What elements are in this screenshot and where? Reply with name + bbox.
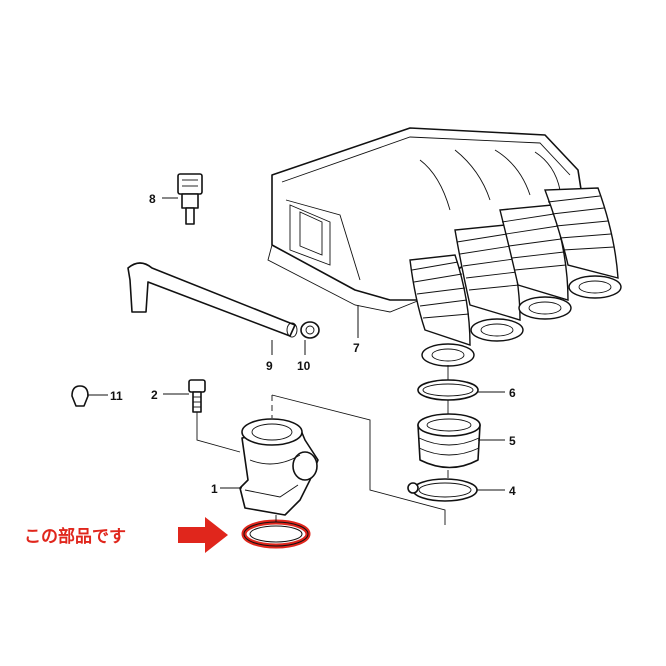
temperature-sensor <box>177 173 203 225</box>
hose-clamp-lower <box>407 478 478 502</box>
note-text: この部品です <box>24 526 126 547</box>
hose-clamp-small <box>300 321 320 339</box>
o-ring-highlighted <box>241 519 311 549</box>
label-part-10: 10 <box>297 359 311 373</box>
label-part-11: 11 <box>110 389 123 403</box>
label-part-4: 4 <box>509 484 516 498</box>
runner-hose-2 <box>454 224 524 342</box>
runner-hoses <box>409 187 622 367</box>
label-part-6: 6 <box>509 386 516 400</box>
breather-hose <box>127 262 298 338</box>
label-part-7: 7 <box>353 341 360 355</box>
hose-clamp-upper <box>417 379 479 401</box>
label-part-9: 9 <box>266 359 273 373</box>
runner-hose-1 <box>409 254 475 367</box>
label-part-5: 5 <box>509 434 516 448</box>
leader-lines <box>87 197 505 491</box>
rubber-sleeve <box>417 413 481 469</box>
label-part-1: 1 <box>211 482 218 496</box>
runner-hose-3 <box>499 204 572 320</box>
blanking-plug <box>71 385 89 407</box>
assembly-guides <box>196 365 449 525</box>
label-part-8: 8 <box>149 192 156 206</box>
right-arrow-icon <box>178 517 228 553</box>
runner-hose-4 <box>544 187 622 299</box>
bolt <box>188 379 206 413</box>
label-part-2: 2 <box>151 388 158 402</box>
intake-adapter <box>239 418 319 516</box>
